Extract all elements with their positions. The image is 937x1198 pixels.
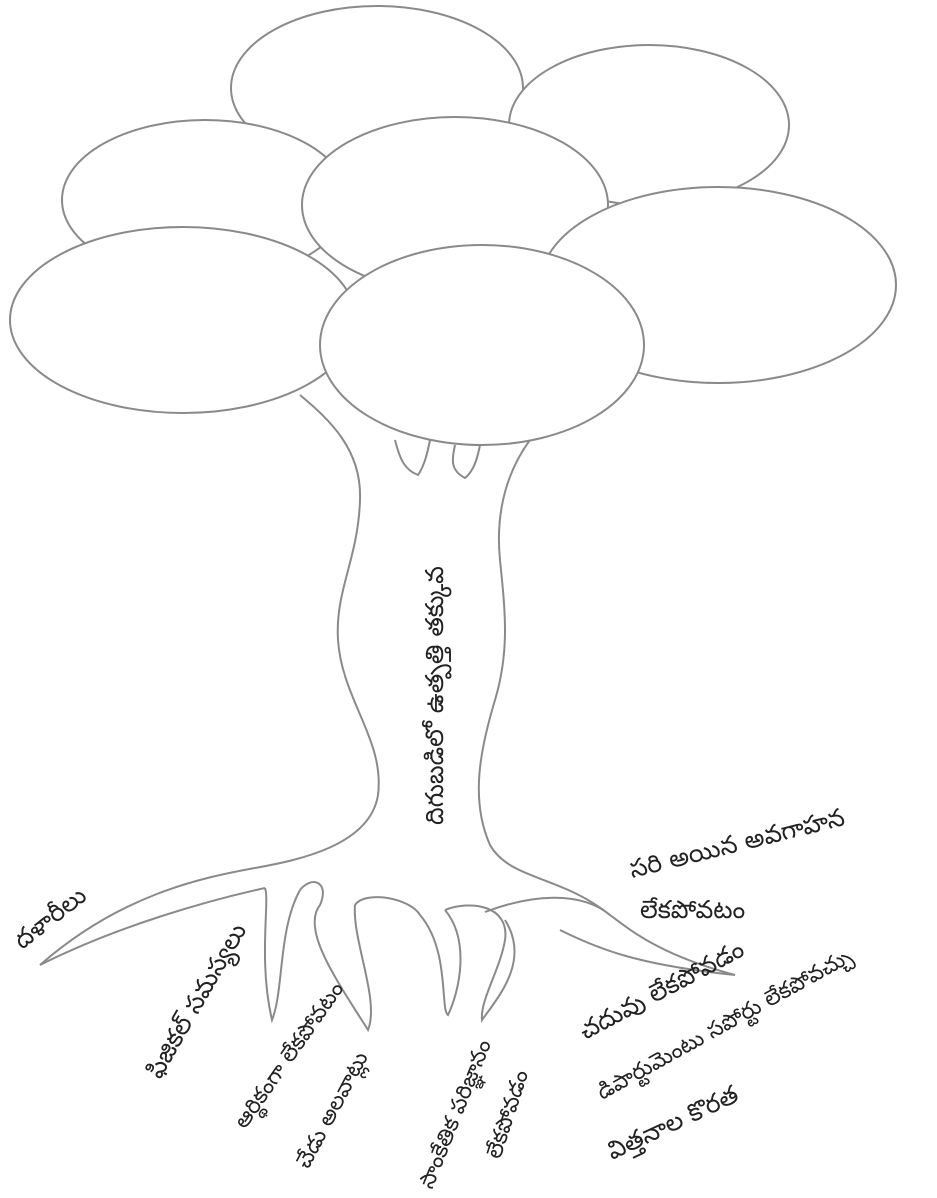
root-far-left-return xyxy=(39,887,266,966)
trunk-and-roots xyxy=(39,394,736,1033)
canopy xyxy=(9,5,897,446)
root-label-3-line2: చేడు అలవాట్లు xyxy=(291,1048,376,1175)
root-label-2: ఫిజికల్ సమస్యలు xyxy=(140,918,256,1085)
trunk-right-edge xyxy=(477,439,611,916)
root-right-sweep xyxy=(484,896,736,976)
root-4 xyxy=(354,896,462,1017)
trunk-notch-1 xyxy=(394,439,431,477)
right-label-1-line1: సరి అయిన అవగాహన xyxy=(626,802,847,884)
trunk-left-edge xyxy=(39,394,380,966)
root-label-4-line1: సాంకేతిక పరిజ్ఞానం xyxy=(414,1036,500,1194)
right-label-1-line2: లేకపోవటం xyxy=(640,895,745,924)
root-label-4-line2: లేకపోవడం xyxy=(482,1067,534,1162)
root-label-1: దళారీలు xyxy=(8,880,92,954)
leaf-bubble-far-left xyxy=(9,226,357,414)
trunk-notch-2 xyxy=(451,444,481,480)
trunk-label: దిగుబడిలో ఉత్పత్తి తక్కువ xyxy=(420,566,452,825)
root-3 xyxy=(299,881,372,1033)
root-5 xyxy=(444,904,516,1023)
root-2 xyxy=(263,887,301,1024)
leaf-bubble-bottom-center xyxy=(319,244,645,446)
